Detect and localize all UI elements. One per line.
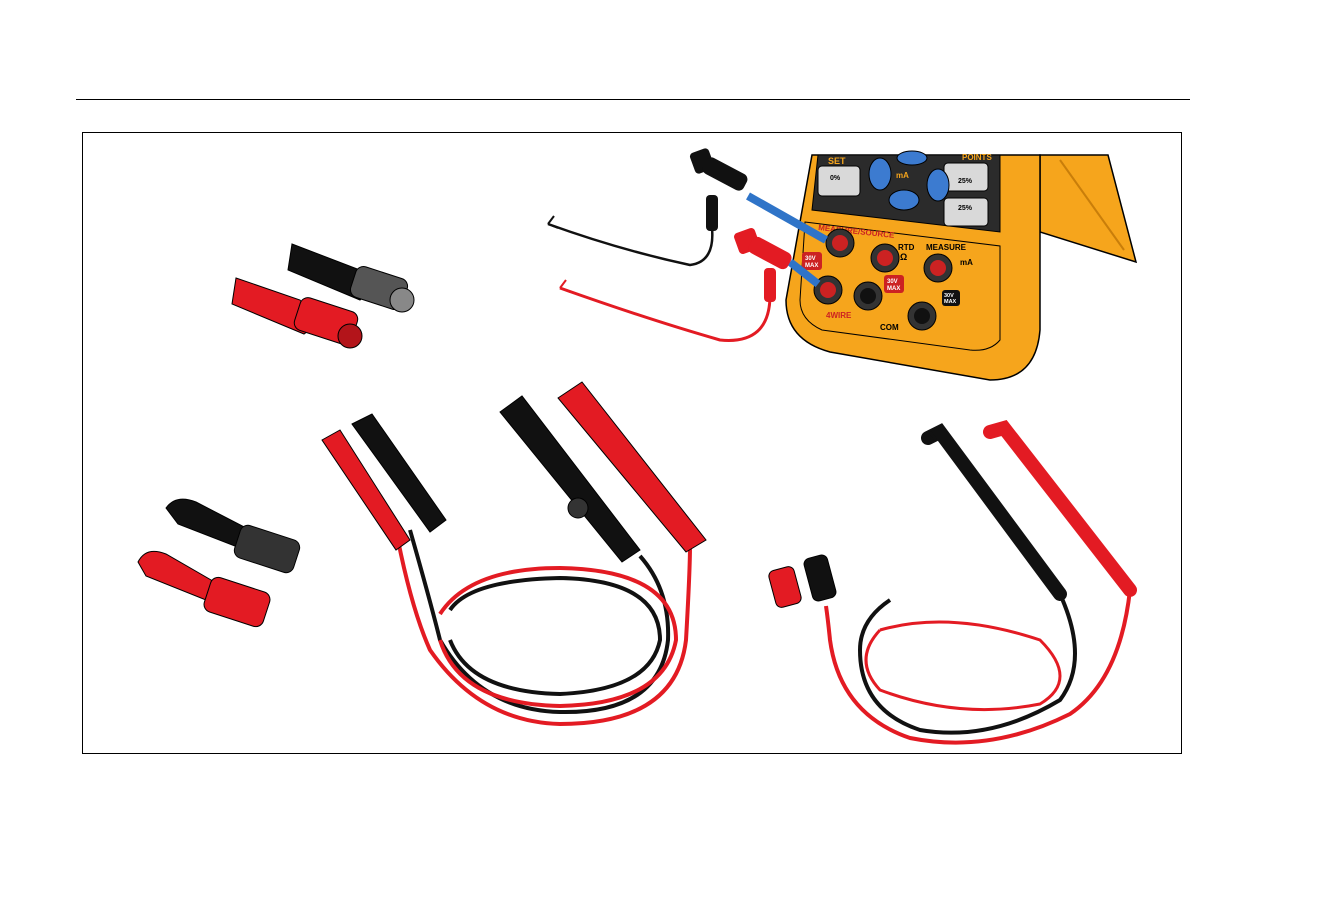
- max30v-badge-1: 30V: [805, 256, 816, 262]
- probe-adapters-top: [232, 244, 414, 348]
- ma-key-label: mA: [896, 171, 909, 180]
- points-label: POINTS: [962, 153, 992, 162]
- probe-adapters-bottom: [138, 499, 302, 629]
- max30v-badge-3-max: MAX: [944, 299, 957, 305]
- max30v-badge-1-max: MAX: [805, 263, 818, 269]
- process-calibrator: SET 0% 25% 25% POINTS mA MEASURE/SOURCE …: [748, 151, 1136, 380]
- ma-jack-label: mA: [960, 258, 973, 267]
- max30v-badge-2: 30V: [887, 279, 898, 285]
- pct25-key-label: 25%: [958, 178, 973, 185]
- ohm-label: Ω: [900, 252, 907, 262]
- probe-test-leads: [768, 426, 1130, 743]
- fourwire-label: 4WIRE: [826, 311, 852, 320]
- pct0-key-label: 0%: [830, 175, 841, 182]
- com-label: COM: [880, 323, 899, 332]
- max30v-badge-2-max: MAX: [887, 286, 900, 292]
- measure-label: MEASURE: [926, 243, 967, 252]
- pct25-key-label-2: 25%: [958, 205, 973, 212]
- set-key-label: SET: [828, 156, 846, 166]
- rtd-label: RTD: [898, 243, 915, 252]
- short-test-leads: [548, 147, 794, 340]
- banana-plug-test-leads: [322, 382, 706, 724]
